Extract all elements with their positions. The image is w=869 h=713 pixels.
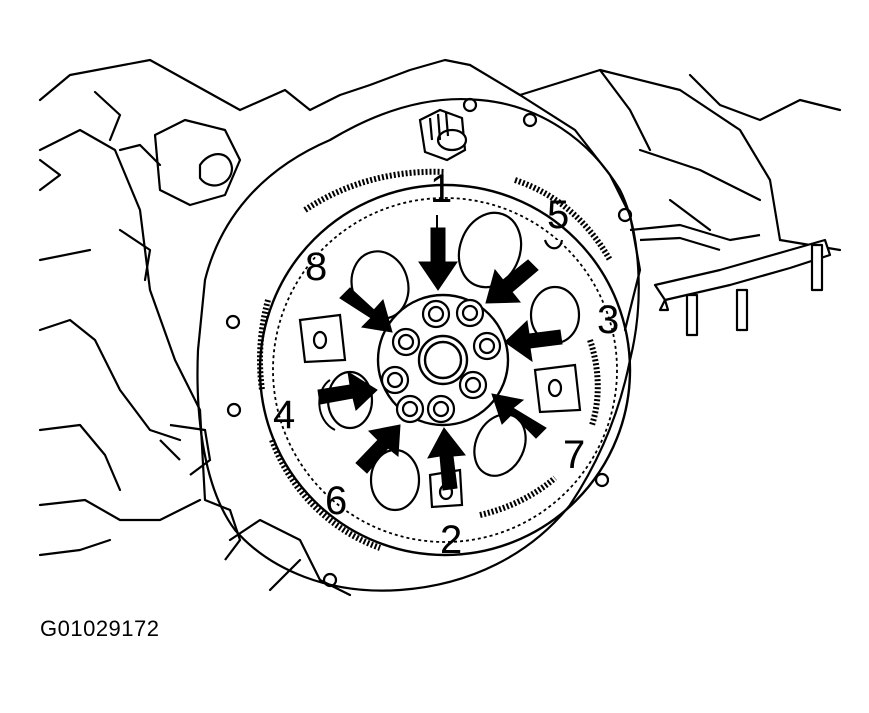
arrow-3: [504, 319, 563, 363]
callout-7: 7: [563, 433, 585, 477]
callout-1: 1: [430, 167, 452, 211]
flywheel-bolts: [380, 298, 502, 424]
figure-code: G01029172: [40, 616, 160, 641]
flywheel-holes: [298, 211, 582, 512]
callout-3: 3: [597, 298, 619, 342]
arrow-6: [355, 424, 401, 474]
lower-engine-detail: [159, 423, 242, 561]
arrow-5: [485, 259, 539, 304]
callout-2: 2: [440, 518, 462, 562]
sequence-callouts: 1 2 3 4 5 6 7 8: [273, 167, 619, 562]
callout-4: 4: [273, 393, 295, 437]
bolt: [395, 394, 425, 424]
bolt: [380, 365, 410, 395]
callout-5: 5: [547, 193, 569, 237]
tightening-arrows: [317, 227, 563, 491]
bolt: [472, 331, 502, 361]
arrow-8: [339, 287, 393, 333]
bolt: [458, 370, 488, 400]
bolt: [391, 327, 421, 357]
flywheel-ring-gear: [257, 168, 632, 557]
guide-marks: [318, 215, 438, 431]
bolt: [426, 394, 456, 424]
callout-8: 8: [305, 245, 327, 289]
bolt: [421, 299, 451, 329]
bolt: [455, 298, 485, 328]
callout-6: 6: [325, 479, 347, 523]
arrow-7: [491, 393, 547, 439]
holding-tool-bracket: [629, 223, 832, 337]
dowel-pin: [418, 108, 468, 162]
arrow-2: [427, 427, 466, 491]
arrow-1: [418, 227, 458, 291]
